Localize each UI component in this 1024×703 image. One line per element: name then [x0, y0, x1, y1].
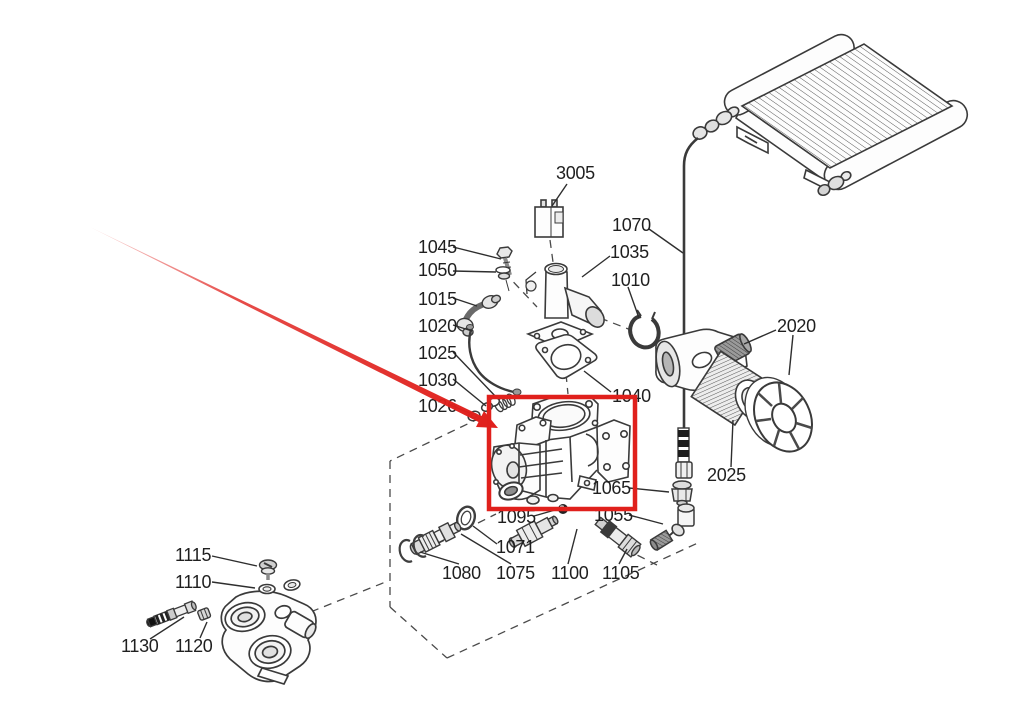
part-label-1070: 1070	[612, 215, 651, 235]
oil-cooler-part	[692, 33, 969, 197]
valve-body-1035-part	[525, 262, 605, 349]
gasket-1040-part	[535, 333, 598, 380]
screw-1115-part	[258, 559, 278, 580]
clamp-1010-part	[628, 309, 661, 350]
washer-1026-part	[467, 410, 481, 422]
elbow-1015-part	[456, 294, 502, 337]
part-label-1065: 1065	[592, 478, 631, 498]
part-label-1100: 1100	[551, 563, 589, 583]
part-label-1040: 1040	[612, 386, 651, 406]
oring-1071-part	[455, 505, 477, 531]
part-label-1115: 1115	[175, 545, 212, 565]
part-label-3005: 3005	[556, 163, 595, 183]
elbow-1055-part	[649, 503, 695, 552]
nut-1120-part	[197, 607, 212, 621]
part-label-1026: 1026	[418, 396, 457, 416]
valve-1100-part	[508, 515, 559, 548]
part-label-1110: 1110	[175, 572, 212, 592]
part-label-1030: 1030	[418, 370, 457, 390]
part-label-1105: 1105	[602, 563, 640, 583]
part-label-1025: 1025	[418, 343, 457, 363]
part-label-1015: 1015	[418, 289, 457, 309]
end-cap-disc-part	[744, 376, 813, 453]
part-label-1095: 1095	[497, 507, 536, 527]
clip-1080-part	[398, 533, 427, 563]
fitting-1065-part	[671, 480, 693, 507]
washer-1050-part	[495, 266, 511, 292]
part-label-1035: 1035	[610, 242, 649, 262]
part-label-2025: 2025	[707, 465, 746, 485]
hose-1070-part	[675, 136, 699, 479]
part-label-1050: 1050	[418, 260, 457, 280]
solenoid-3005-part	[534, 199, 564, 238]
part-label-1120: 1120	[175, 636, 213, 656]
washer-1110-part	[258, 583, 276, 595]
part-label-1010: 1010	[611, 270, 650, 290]
part-label-1055: 1055	[594, 505, 633, 525]
tube-1020-part	[466, 324, 522, 396]
part-label-1020: 1020	[418, 316, 457, 336]
part-label-1045: 1045	[418, 237, 457, 257]
manifold-part	[220, 579, 317, 686]
part-label-2020: 2020	[777, 316, 816, 336]
sensor-1105-part	[594, 516, 642, 558]
part-label-1071: 1071	[496, 537, 535, 557]
plug-1095-part	[558, 504, 568, 514]
part-label-1080: 1080	[442, 563, 481, 583]
part-label-1130: 1130	[121, 636, 159, 656]
probe-1130-part	[146, 600, 197, 628]
part-label-1075: 1075	[496, 563, 535, 583]
